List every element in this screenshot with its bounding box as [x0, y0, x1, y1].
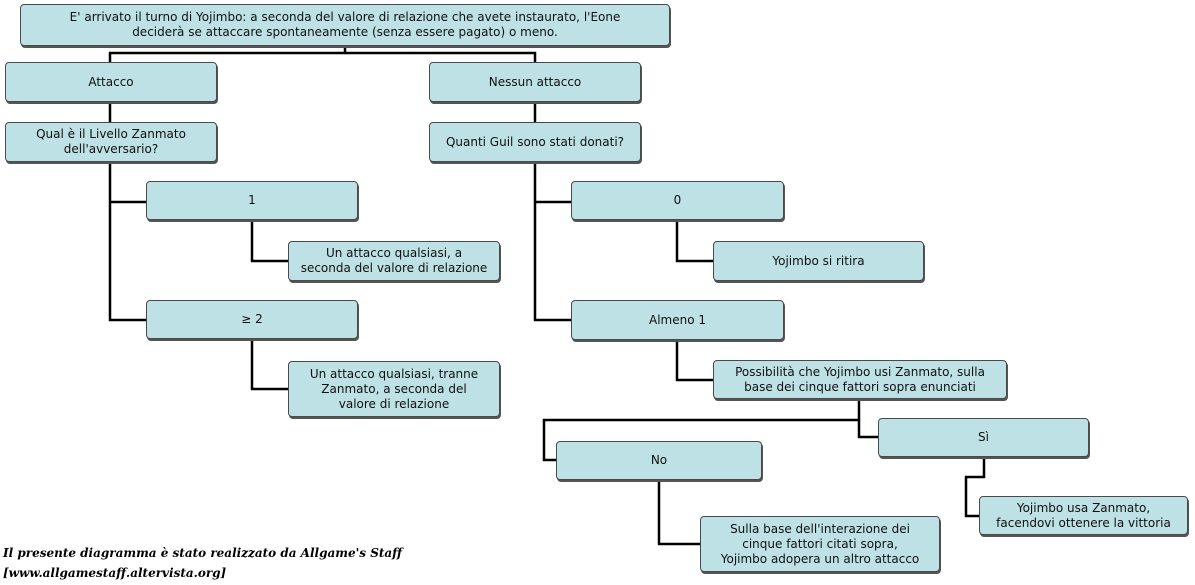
node-guil-almeno-1: Almeno 1	[571, 300, 784, 340]
connector-poss-no	[542, 418, 859, 462]
connector-root	[108, 45, 347, 62]
connector-root-right	[345, 51, 537, 62]
node-question-zanmato: Qual è il Livello Zanmato dell'avversari…	[5, 122, 217, 162]
connector-poss-branch	[857, 399, 878, 439]
node-result-no: Sulla base dell'interazione dei cinque f…	[700, 516, 940, 572]
connector-q-zanmato	[108, 162, 146, 322]
node-question-guil: Quanti Guil sono stati donati?	[429, 122, 641, 162]
node-result-level2: Un attacco qualsiasi, tranne Zanmato, a …	[288, 361, 500, 417]
node-no: No	[556, 441, 762, 480]
connector-si-res	[964, 457, 986, 518]
node-yojimbo-ritira: Yojimbo si ritira	[713, 241, 924, 281]
node-attacco: Attacco	[5, 62, 217, 102]
connector-q-guil	[533, 162, 571, 322]
footer-url: [www.allgamestaff.altervista.org]	[3, 566, 227, 580]
connector-guil0-ritira	[675, 220, 713, 263]
node-nessun-attacco: Nessun attacco	[429, 62, 641, 102]
node-level-1: 1	[146, 181, 358, 220]
node-guil-0: 0	[571, 181, 784, 220]
root-node: E' arrivato il turno di Yojimbo: a secon…	[20, 4, 670, 46]
node-result-si: Yojimbo usa Zanmato, facendovi ottenere …	[979, 496, 1188, 535]
connector-min1-poss	[675, 340, 713, 382]
node-level-ge2: ≥ 2	[146, 300, 358, 339]
footer-credit: Il presente diagramma è stato realizzato…	[3, 546, 403, 560]
connector-no-res	[657, 480, 700, 546]
connector-lvl2-res	[250, 339, 288, 391]
node-possibilita-zanmato: Possibilità che Yojimbo usi Zanmato, sul…	[713, 360, 1007, 399]
node-si: Sì	[878, 418, 1089, 457]
node-result-level1: Un attacco qualsiasi, a seconda del valo…	[288, 241, 500, 281]
connector-lvl1-res	[250, 220, 288, 263]
